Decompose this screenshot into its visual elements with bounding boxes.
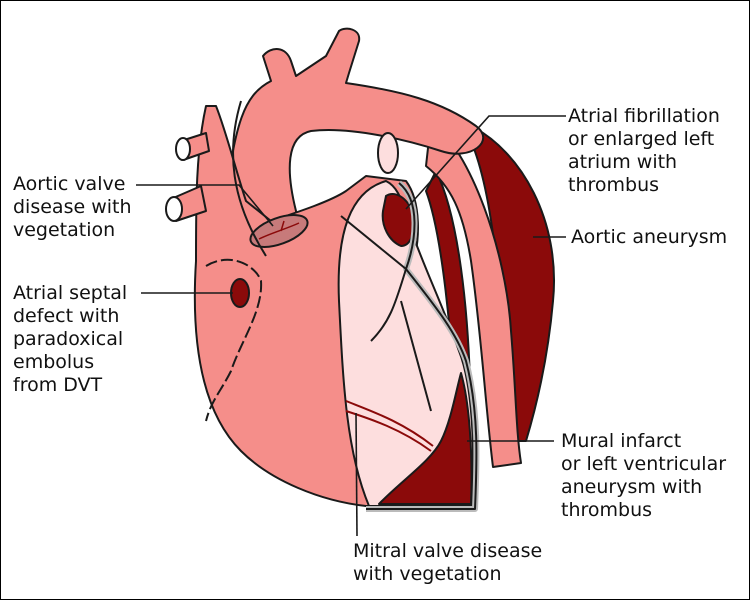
leader-aortic-valve [136, 184, 274, 227]
leader-atrial-fibrillation [405, 115, 566, 210]
descending-aorta [425, 120, 522, 468]
atrial-septal-defect [230, 278, 250, 308]
label-aortic-aneurysm: Aortic aneurysm [571, 226, 728, 248]
mural-thrombus [378, 372, 473, 505]
label-aortic-valve: Aortic valve disease with vegetation [13, 173, 132, 241]
leader-mitral-valve [355, 412, 358, 537]
label-atrial-septal-defect: Atrial septal defect with paradoxical em… [13, 282, 128, 396]
pulmonary-artery-opening [377, 132, 399, 174]
label-mitral-valve: Mitral valve disease with vegetation [353, 540, 543, 585]
label-mural-infarct: Mural infarct or left ventricular aneury… [561, 430, 727, 521]
label-atrial-fibrillation: Atrial fibrillation or enlarged left atr… [568, 105, 720, 196]
